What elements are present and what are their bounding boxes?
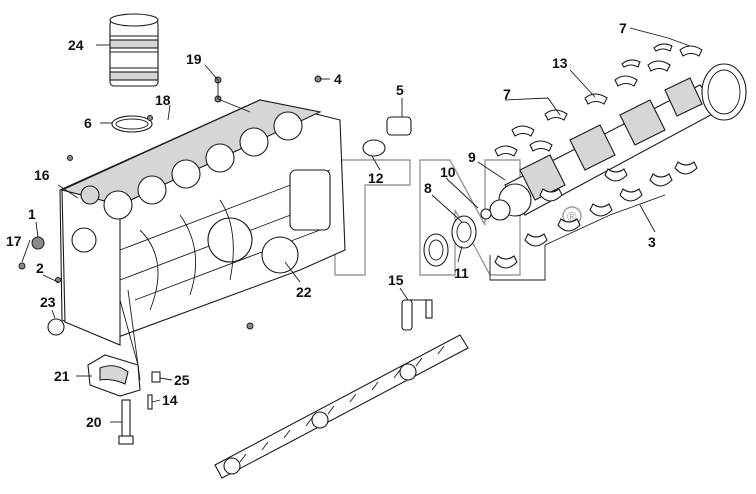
callout-22: 22: [296, 284, 312, 300]
engine-block: [59, 99, 346, 346]
upper-bearing-shells: [494, 43, 703, 157]
callout-5: 5: [396, 82, 404, 98]
liner-o-ring: [111, 115, 153, 133]
cylinder-liner: [109, 13, 159, 87]
cap-small-bolt: [147, 371, 161, 410]
camshaft: [214, 334, 469, 479]
callout-16: 16: [34, 167, 50, 183]
rear-seal-ring: [701, 63, 747, 121]
studs: [401, 299, 433, 331]
callout-1: 1: [28, 206, 36, 222]
callout-23: 23: [40, 294, 56, 310]
callout-19: 19: [186, 51, 202, 67]
callout-20: 20: [86, 414, 102, 430]
callout-labels: 24 19 18 6 4 5 12 16 1 17 2 23 22 21 25 …: [6, 20, 656, 430]
callout-18: 18: [155, 92, 171, 108]
registered-mark: ®: [567, 209, 577, 224]
callout-2: 2: [36, 260, 44, 276]
callout-13: 13: [552, 55, 568, 71]
front-seals: [423, 208, 492, 267]
callout-14: 14: [162, 392, 178, 408]
plug-1: [31, 236, 45, 250]
crankshaft: [489, 77, 721, 221]
leader-lines: [21, 27, 691, 423]
callout-7-lower: 7: [503, 86, 511, 102]
callout-17: 17: [6, 233, 22, 249]
callout-9: 9: [468, 149, 476, 165]
lower-bearing-shells: [494, 161, 698, 269]
callout-15: 15: [388, 272, 404, 288]
callout-24: 24: [68, 37, 84, 53]
gasket: [362, 139, 386, 157]
callout-10: 10: [440, 164, 456, 180]
callout-25: 25: [174, 372, 190, 388]
callout-21: 21: [54, 368, 70, 384]
cover-plate: [386, 116, 412, 136]
callout-7-upper: 7: [619, 20, 627, 36]
cap-bolt: [118, 399, 134, 445]
callout-11: 11: [454, 265, 469, 281]
callout-8: 8: [424, 180, 432, 196]
callout-6: 6: [84, 115, 92, 131]
callout-12: 12: [368, 170, 384, 186]
callout-4: 4: [334, 71, 342, 87]
seal-plug: [47, 318, 65, 336]
callout-3: 3: [648, 234, 656, 250]
main-bearing-cap: [87, 354, 141, 397]
